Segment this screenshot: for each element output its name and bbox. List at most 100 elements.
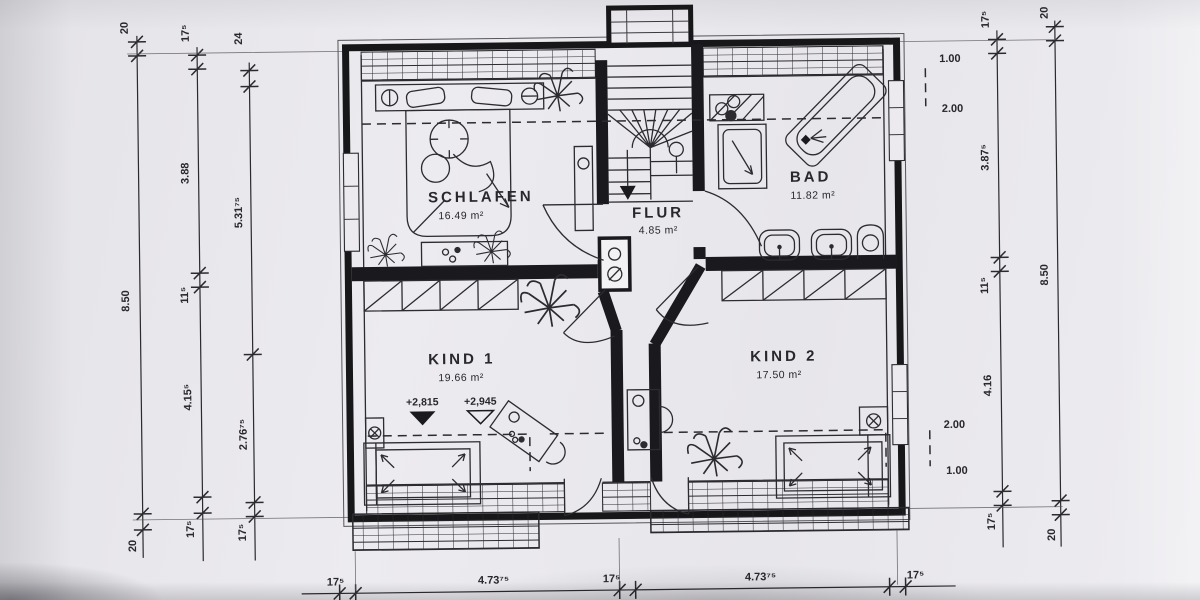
wall-chamfer-right xyxy=(649,263,706,348)
dim-line-left-outer xyxy=(136,35,144,558)
dim-line-left-mid xyxy=(196,47,204,562)
bathtub xyxy=(785,63,887,167)
dim-left-outer-top: 20 xyxy=(119,22,131,34)
dim-left-inner-bottom: 17⁵ xyxy=(237,524,249,542)
room-area-flur: 4.85 m² xyxy=(639,224,678,236)
balcony-apron-right xyxy=(649,506,910,534)
dim-right-inner-top: 17⁵ xyxy=(980,11,992,29)
wall-schlafen-kind1 xyxy=(351,264,598,282)
plant-kind1 xyxy=(519,273,581,329)
level-marker-filled-icon xyxy=(409,411,436,426)
dim-bottom-5: 17⁵ xyxy=(907,569,925,581)
dim-right-inner-upper: 3.87⁵ xyxy=(979,144,991,171)
window-left xyxy=(342,152,361,252)
roof-band-top-left xyxy=(360,48,596,81)
window-right-bottom xyxy=(891,363,909,446)
plant-kind2 xyxy=(686,426,744,478)
wall-chamfer-left xyxy=(597,289,622,333)
room-label-kind1: KIND 1 xyxy=(428,351,495,369)
closet-row-left xyxy=(363,278,519,312)
dim-right-inner-mid: 11⁵ xyxy=(979,277,991,294)
window-right-top xyxy=(887,79,905,162)
dim-left-outer-bottom: 20 xyxy=(127,540,139,552)
dim-bottom-1: 17⁵ xyxy=(327,576,345,588)
dim-bottom-2: 4.73⁷⁵ xyxy=(478,574,509,586)
room-label-schlafen: SCHLAFEN xyxy=(428,188,534,206)
washer-symbols xyxy=(715,94,741,122)
desk-kind2 xyxy=(626,388,674,451)
dim-right-outer-span: 8.50 xyxy=(1039,264,1051,286)
dim-left-mid-mid: 11⁵ xyxy=(179,287,191,304)
dim-right-inner-lower: 4.16 xyxy=(982,375,994,397)
washbasin-1 xyxy=(758,229,801,261)
room-label-flur: FLUR xyxy=(632,204,684,222)
dim-left-mid-bottom: 17⁵ xyxy=(185,520,197,538)
dresser-schlafen xyxy=(573,145,594,232)
level-marker-open-icon xyxy=(465,409,496,425)
level-marker-open-label: +2,945 xyxy=(464,396,497,408)
room-area-bad: 11.82 m² xyxy=(790,189,835,202)
dim-right-outer-bottom: 20 xyxy=(1046,529,1058,541)
room-area-kind2: 17.50 m² xyxy=(756,369,802,382)
building-shell xyxy=(337,4,911,552)
dim-bottom-4: 4.73⁷⁵ xyxy=(745,571,776,583)
wall-mark-1: 1.00 xyxy=(939,53,961,65)
plant-schlafen-2 xyxy=(367,233,405,268)
dim-line-left-inner xyxy=(248,62,256,561)
bed-schlafen xyxy=(374,82,545,238)
dormer xyxy=(606,4,694,48)
sideboard-schlafen xyxy=(420,240,509,268)
dim-right-outer-top: 20 xyxy=(1039,7,1051,19)
dim-line-right-outer xyxy=(1054,20,1062,547)
dim-left-inner-upper: 5.31⁷⁵ xyxy=(233,197,245,228)
door-balcony-left xyxy=(563,478,602,517)
wall-corridor-left xyxy=(610,329,625,483)
wall-stair-bad xyxy=(691,43,705,192)
nightstand-kind2 xyxy=(858,406,889,436)
dim-left-mid-top: 17⁵ xyxy=(180,25,192,43)
dim-line-right-inner xyxy=(996,30,1004,548)
dim-left-inner-top: 24 xyxy=(233,32,245,45)
desk-kind1 xyxy=(489,399,566,465)
dim-left-mid-lower: 4.15⁵ xyxy=(182,384,194,411)
slope-shelf-bad xyxy=(708,93,765,122)
kneewall-line-top xyxy=(361,117,884,125)
staircase xyxy=(607,64,693,203)
balcony-apron-left xyxy=(351,511,540,552)
dim-left-mid-upper: 3.88 xyxy=(179,163,191,185)
bed-kind1 xyxy=(363,441,482,506)
dim-right-inner-bottom: 17⁵ xyxy=(986,513,998,531)
dim-left-outer-span: 8.50 xyxy=(120,290,132,312)
bed-kind2 xyxy=(775,434,892,499)
closet-row-right xyxy=(721,268,887,302)
toilet xyxy=(856,224,885,260)
dimension-chains: 20 17⁵ 24 3.88 5.31⁷⁵ 8.50 11⁵ 4.15⁵ 2.7… xyxy=(119,7,1071,600)
stair-down-arrow xyxy=(619,185,636,200)
wall-mark-2: 2.00 xyxy=(942,103,964,115)
washbasin-2 xyxy=(810,228,853,261)
shower xyxy=(717,123,768,190)
roof-band-bottom-left xyxy=(365,483,566,515)
kneewall-line-bottom xyxy=(367,429,886,437)
roof-band-bottom-mid xyxy=(601,482,652,512)
door-bad xyxy=(704,190,763,247)
outlet-block-kind1 xyxy=(364,417,385,449)
roof-band-bottom-right xyxy=(687,479,890,511)
duct-block xyxy=(597,236,632,293)
wall-schlafen-stair xyxy=(595,60,609,205)
door-kind1 xyxy=(563,289,615,344)
door-balcony-right xyxy=(650,477,690,515)
wall-mark-4: 1.00 xyxy=(946,465,968,477)
dim-left-inner-lower: 2.76⁷⁵ xyxy=(238,419,250,450)
level-markers: +2,815 +2,945 xyxy=(406,396,497,426)
room-labels: SCHLAFEN 16.49 m² FLUR 4.85 m² BAD 11.82… xyxy=(428,168,835,385)
dim-bottom-3: 17⁵ xyxy=(603,573,621,585)
door-kind2 xyxy=(655,266,709,326)
door-schlafen xyxy=(542,203,604,261)
level-marker-filled-label: +2,815 xyxy=(406,396,439,408)
room-area-kind1: 19.66 m² xyxy=(438,372,484,385)
dim-line-bottom xyxy=(301,585,956,595)
wall-mark-3: 2.00 xyxy=(944,419,966,431)
